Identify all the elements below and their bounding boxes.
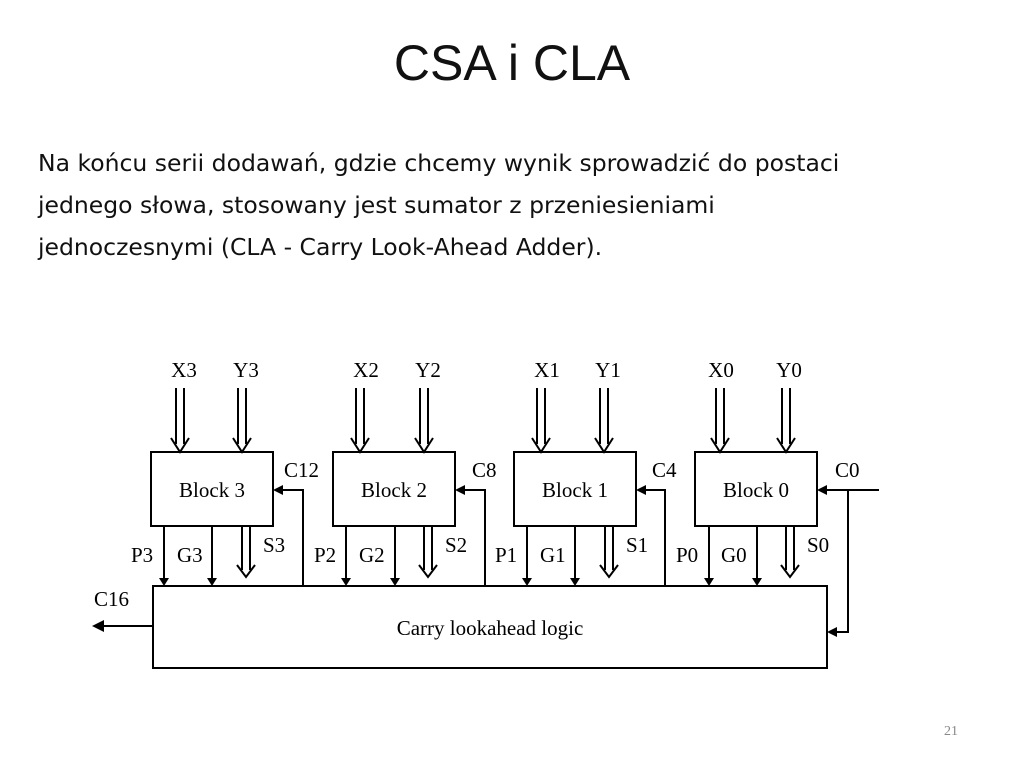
slide-body: Na końcu serii dodawań, gdzie chcemy wyn… (38, 142, 998, 268)
s-label: S0 (807, 533, 829, 557)
carry-label: C0 (835, 458, 860, 482)
p-label: P1 (495, 543, 517, 567)
block-3-label: Block 3 (179, 478, 245, 502)
g-label: G3 (177, 543, 203, 567)
carry-out-label: C16 (94, 587, 129, 611)
s-label: S3 (263, 533, 285, 557)
g-label: G1 (540, 543, 566, 567)
input-label: X1 (534, 358, 560, 382)
p-label: P2 (314, 543, 336, 567)
body-line: Na końcu serii dodawań, gdzie chcemy wyn… (38, 149, 840, 177)
slide-title: CSA i CLA (393, 35, 631, 91)
logic-label: Carry lookahead logic (397, 616, 584, 640)
diagram-lines (100, 388, 879, 669)
carry-label: C12 (284, 458, 319, 482)
input-label: X2 (353, 358, 379, 382)
body-line: jednoczesnymi (CLA - Carry Look-Ahead Ad… (38, 233, 603, 261)
block-2-label: Block 2 (361, 478, 427, 502)
carry-label: C8 (472, 458, 497, 482)
input-label: Y2 (415, 358, 441, 382)
input-label: Y0 (776, 358, 802, 382)
arrowheads (92, 485, 837, 637)
input-label: Y3 (233, 358, 259, 382)
block-0-label: Block 0 (723, 478, 789, 502)
s-label: S1 (626, 533, 648, 557)
p-label: P0 (676, 543, 698, 567)
sum-arrows (236, 526, 800, 579)
g-label: G0 (721, 543, 747, 567)
page-number: 21 (944, 724, 958, 739)
body-line: jednego słowa, stosowany jest sumator z … (38, 191, 715, 219)
carry-lines (281, 489, 879, 633)
input-label: X3 (171, 358, 197, 382)
block-1-label: Block 1 (542, 478, 608, 502)
g-label: G2 (359, 543, 385, 567)
pg-lines (163, 526, 758, 580)
s-label: S2 (445, 533, 467, 557)
input-label: Y1 (595, 358, 621, 382)
carry-label: C4 (652, 458, 677, 482)
p-label: P3 (131, 543, 153, 567)
input-arrows (170, 388, 796, 454)
input-label: X0 (708, 358, 734, 382)
